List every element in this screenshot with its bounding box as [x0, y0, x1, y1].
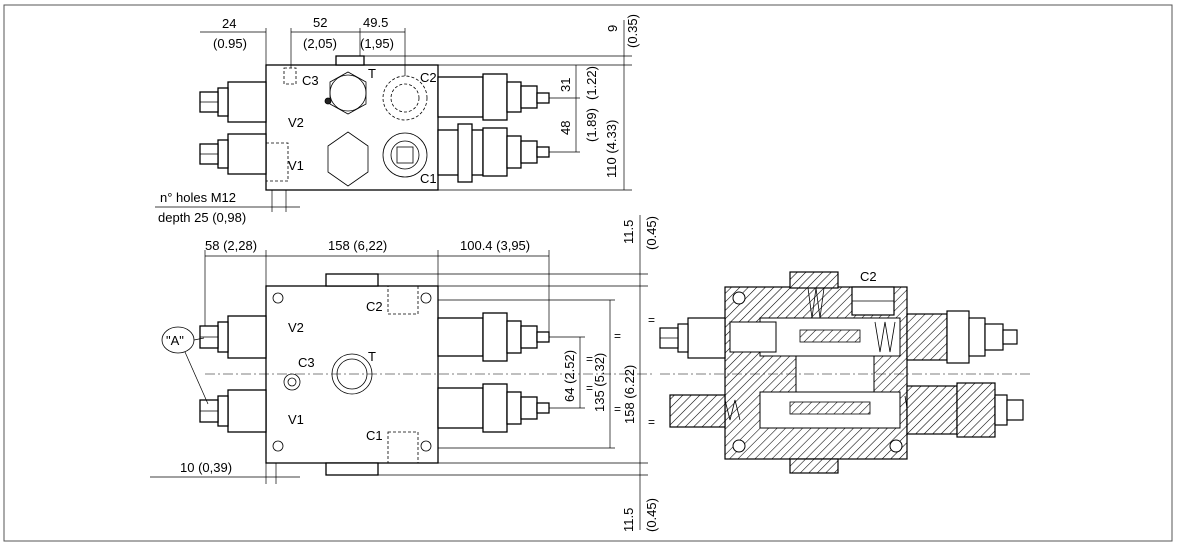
eq-mark-1: = — [586, 352, 593, 366]
c1-plug — [382, 132, 428, 178]
t-port-hex — [329, 71, 367, 115]
eq-mark-3: = — [614, 329, 621, 343]
front-bottom-nub — [325, 462, 379, 476]
lower-cartridge-nut — [482, 127, 508, 177]
c1-plug-socket — [396, 146, 414, 164]
dim-9: 9 — [605, 25, 620, 32]
detail-a-label: "A" — [166, 333, 184, 348]
c2-plug-outline — [382, 75, 428, 121]
dim-158: 158 (6,22) — [328, 238, 387, 253]
front-view-block — [265, 285, 439, 464]
c3-port-outline — [283, 67, 297, 85]
label-t-top: T — [368, 66, 376, 81]
label-t-front: T — [368, 349, 376, 364]
label-c2-front: C2 — [366, 299, 383, 314]
dim-64: 64 (2.52) — [562, 350, 577, 402]
t-port-screw — [324, 97, 332, 105]
section-lower-cartridge — [906, 385, 958, 435]
drawing-frame — [3, 4, 1173, 542]
v1-front-fitting — [227, 389, 267, 433]
dim-9-inch: (0.35) — [625, 14, 640, 48]
dim-158-vertical: 158 (6.22) — [622, 365, 637, 424]
dim-52-inch: (2,05) — [303, 36, 337, 51]
dim-52: 52 — [313, 15, 327, 30]
dim-48: 48 — [558, 121, 573, 135]
eq-mark-2: = — [586, 381, 593, 395]
c1-plug-inner — [390, 140, 420, 170]
eq-mark-4: = — [614, 402, 621, 416]
section-top-nub — [789, 271, 839, 289]
dim-31: 31 — [558, 78, 573, 92]
dim-11-5-bottom: 11.5 — [621, 508, 636, 532]
dim-31-inch: (1.22) — [584, 66, 599, 100]
section-v1-fitting — [669, 394, 726, 428]
c1-front-port — [387, 431, 419, 464]
upper-cartridge-cap — [506, 81, 522, 113]
dim-24-inch: (0.95) — [213, 36, 247, 51]
eq-mark-6: = — [648, 415, 655, 429]
v1-fitting-hex — [217, 139, 229, 169]
lower-cartridge-collar — [457, 123, 473, 183]
v2-fitting-hex — [217, 87, 229, 117]
label-c1-top: C1 — [420, 171, 437, 186]
upper-cartridge-body — [437, 76, 484, 118]
top-view: 24 (0.95) 52 (2,05) 49.5 (1,95) 9 (0.35)… — [155, 14, 640, 225]
lower-cartridge-screw — [520, 140, 538, 164]
dim-11-5-bottom-inch: (0.45) — [644, 498, 659, 532]
dim-58: 58 (2,28) — [205, 238, 257, 253]
upper-cartridge-nut — [482, 73, 508, 121]
dim-49-5: 49.5 — [363, 15, 388, 30]
front-view: 58 (2,28) 158 (6,22) 100.4 (3,95) 11.5 (… — [150, 215, 659, 532]
eq-mark-5: = — [648, 313, 655, 327]
v2-front-fitting — [227, 315, 267, 359]
dim-100-4: 100.4 (3,95) — [460, 238, 530, 253]
holes-m12-label: n° holes M12 — [160, 190, 236, 205]
label-c1-front: C1 — [366, 428, 383, 443]
label-v1-front: V1 — [288, 412, 304, 427]
c2-front-port — [387, 285, 419, 315]
lower-cartridge-cap — [506, 135, 522, 169]
dim-24: 24 — [222, 16, 236, 31]
top-view-nub — [335, 55, 365, 66]
depth-label: depth 25 (0,98) — [158, 210, 246, 225]
dim-49-5-inch: (1,95) — [360, 36, 394, 51]
t-port-circle — [329, 74, 367, 112]
label-v1-top: V1 — [288, 158, 304, 173]
label-c3-top: C3 — [302, 73, 319, 88]
section-view: C2 — [659, 269, 1030, 474]
m12-hole-outline — [265, 142, 289, 182]
c2-plug-inner — [390, 83, 420, 113]
dim-48-inch: (1.89) — [584, 108, 599, 142]
section-v2-fitting — [687, 317, 726, 359]
front-upper-cartridge — [437, 317, 484, 357]
v2-fitting — [227, 81, 267, 123]
front-lower-cartridge — [437, 387, 484, 429]
dim-11-5-top-inch: (0.45) — [644, 216, 659, 250]
section-bottom-nub — [789, 458, 839, 474]
dim-11-5-top: 11.5 — [621, 220, 636, 244]
upper-spring — [874, 321, 896, 353]
v1-fitting — [227, 133, 267, 175]
dim-135: 135 (5.32) — [592, 353, 607, 412]
dim-110: 110 (4.33) — [604, 120, 619, 178]
label-v2-top: V2 — [288, 115, 304, 130]
upper-cartridge-screw — [520, 85, 538, 109]
front-top-nub — [325, 273, 379, 287]
lower-hex — [327, 131, 369, 187]
label-c3-front: C3 — [298, 355, 315, 370]
label-c2-top: C2 — [420, 70, 437, 85]
section-upper-cartridge — [906, 313, 948, 361]
dim-10: 10 (0,39) — [180, 460, 232, 475]
label-c2-section: C2 — [860, 269, 877, 284]
label-v2-front: V2 — [288, 320, 304, 335]
